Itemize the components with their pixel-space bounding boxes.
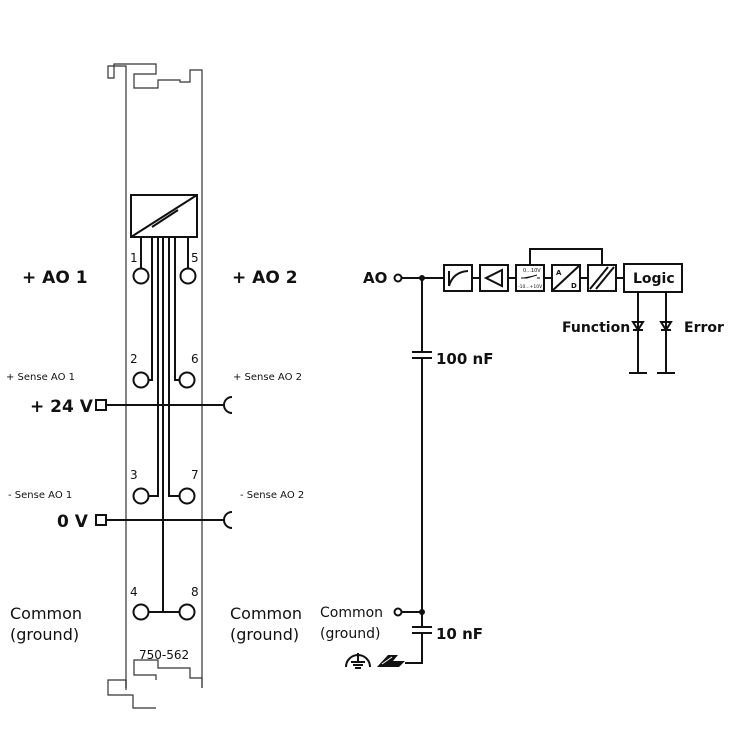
module-housing bbox=[107, 63, 203, 709]
label-sense-ao1-minus: - Sense AO 1 bbox=[8, 490, 72, 501]
label-sense-ao2-minus: - Sense AO 2 bbox=[240, 490, 304, 501]
terminal-4[interactable] bbox=[132, 603, 150, 621]
terminal-number: 5 bbox=[191, 251, 199, 265]
range-bottom: -10...+10V bbox=[518, 284, 543, 290]
capacitor-100nf bbox=[412, 351, 432, 366]
capacitor-10nf bbox=[405, 612, 432, 664]
terminal-3[interactable] bbox=[132, 487, 150, 505]
protective-earth-icon bbox=[345, 653, 371, 669]
ao-terminal bbox=[393, 273, 403, 283]
function-led bbox=[629, 292, 647, 374]
terminal-5[interactable] bbox=[179, 267, 197, 285]
terminal-number: 4 bbox=[130, 585, 138, 599]
power-rail-0v bbox=[95, 511, 233, 529]
label-sense-ao2-plus: + Sense AO 2 bbox=[233, 372, 302, 383]
ad-d: D bbox=[571, 282, 577, 290]
terminal-7[interactable] bbox=[178, 487, 196, 505]
logic-block bbox=[623, 263, 683, 293]
schematic-common: Common bbox=[320, 605, 383, 621]
part-number: 750-562 bbox=[139, 648, 189, 662]
isolation-converter-symbol bbox=[130, 194, 198, 238]
terminal-6[interactable] bbox=[178, 371, 196, 389]
error-led bbox=[657, 292, 675, 374]
terminal-number: 1 bbox=[130, 251, 138, 265]
label-ao2: + AO 2 bbox=[232, 268, 298, 288]
terminal-2[interactable] bbox=[132, 371, 150, 389]
label-common: Common bbox=[10, 604, 82, 623]
logic-label: Logic bbox=[633, 271, 675, 287]
internal-wiring bbox=[140, 237, 189, 613]
error-label: Error bbox=[684, 320, 724, 336]
cap2-label: 10 nF bbox=[436, 625, 483, 643]
terminals bbox=[132, 267, 197, 621]
ad-a: A bbox=[556, 269, 562, 277]
schematic-ground: (ground) bbox=[320, 626, 380, 642]
terminal-number: 8 bbox=[191, 585, 199, 599]
label-ao1: + AO 1 bbox=[22, 268, 88, 288]
terminal-number: 2 bbox=[130, 352, 138, 366]
terminal-8[interactable] bbox=[178, 603, 196, 621]
power-rail-24v bbox=[95, 396, 233, 414]
terminal-numbers: 1 2 3 4 5 6 7 8 bbox=[130, 251, 199, 599]
terminal-number: 3 bbox=[130, 468, 138, 482]
din-rail-icon bbox=[377, 655, 405, 667]
block-schematic: AO 100 nF 0...10V -10...+10V A D bbox=[320, 248, 724, 669]
label-0v: 0 V bbox=[57, 512, 89, 532]
range-top: 0...10V bbox=[523, 268, 541, 274]
label-ground: (ground) bbox=[10, 625, 79, 644]
label-sense-ao1-plus: + Sense AO 1 bbox=[6, 372, 75, 383]
label-24v: + 24 V bbox=[30, 397, 94, 417]
label-ground-right: (ground) bbox=[230, 625, 299, 644]
terminal-1[interactable] bbox=[132, 267, 150, 285]
label-common-right: Common bbox=[230, 604, 302, 623]
cap1-label: 100 nF bbox=[436, 350, 493, 368]
common-terminal bbox=[393, 607, 403, 617]
terminal-number: 6 bbox=[191, 352, 199, 366]
function-label: Function bbox=[562, 320, 630, 336]
terminal-number: 7 bbox=[191, 468, 199, 482]
schematic-ao-label: AO bbox=[363, 269, 387, 287]
